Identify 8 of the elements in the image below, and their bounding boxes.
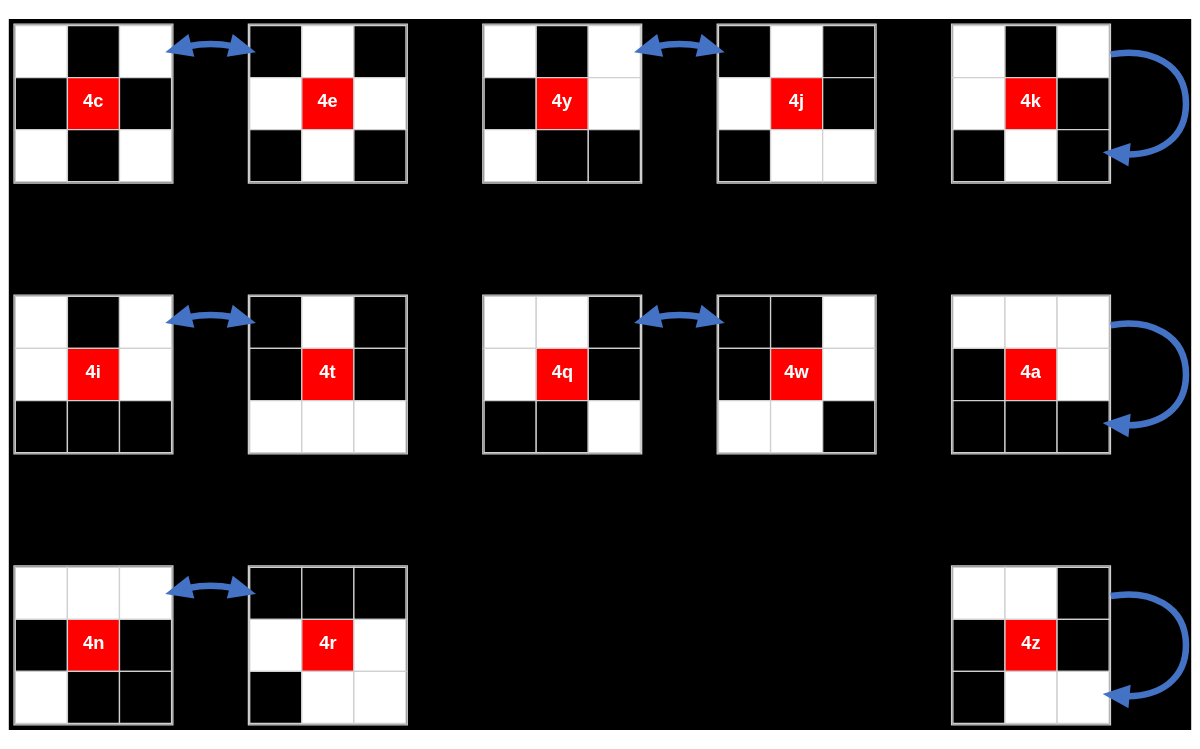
arrow (165, 304, 256, 328)
arrow (1102, 320, 1190, 438)
arrow (1102, 591, 1190, 709)
arrow (1102, 49, 1190, 167)
arrow (634, 33, 725, 57)
arrow (165, 33, 256, 57)
arrow (165, 575, 256, 599)
arrow (634, 304, 725, 328)
